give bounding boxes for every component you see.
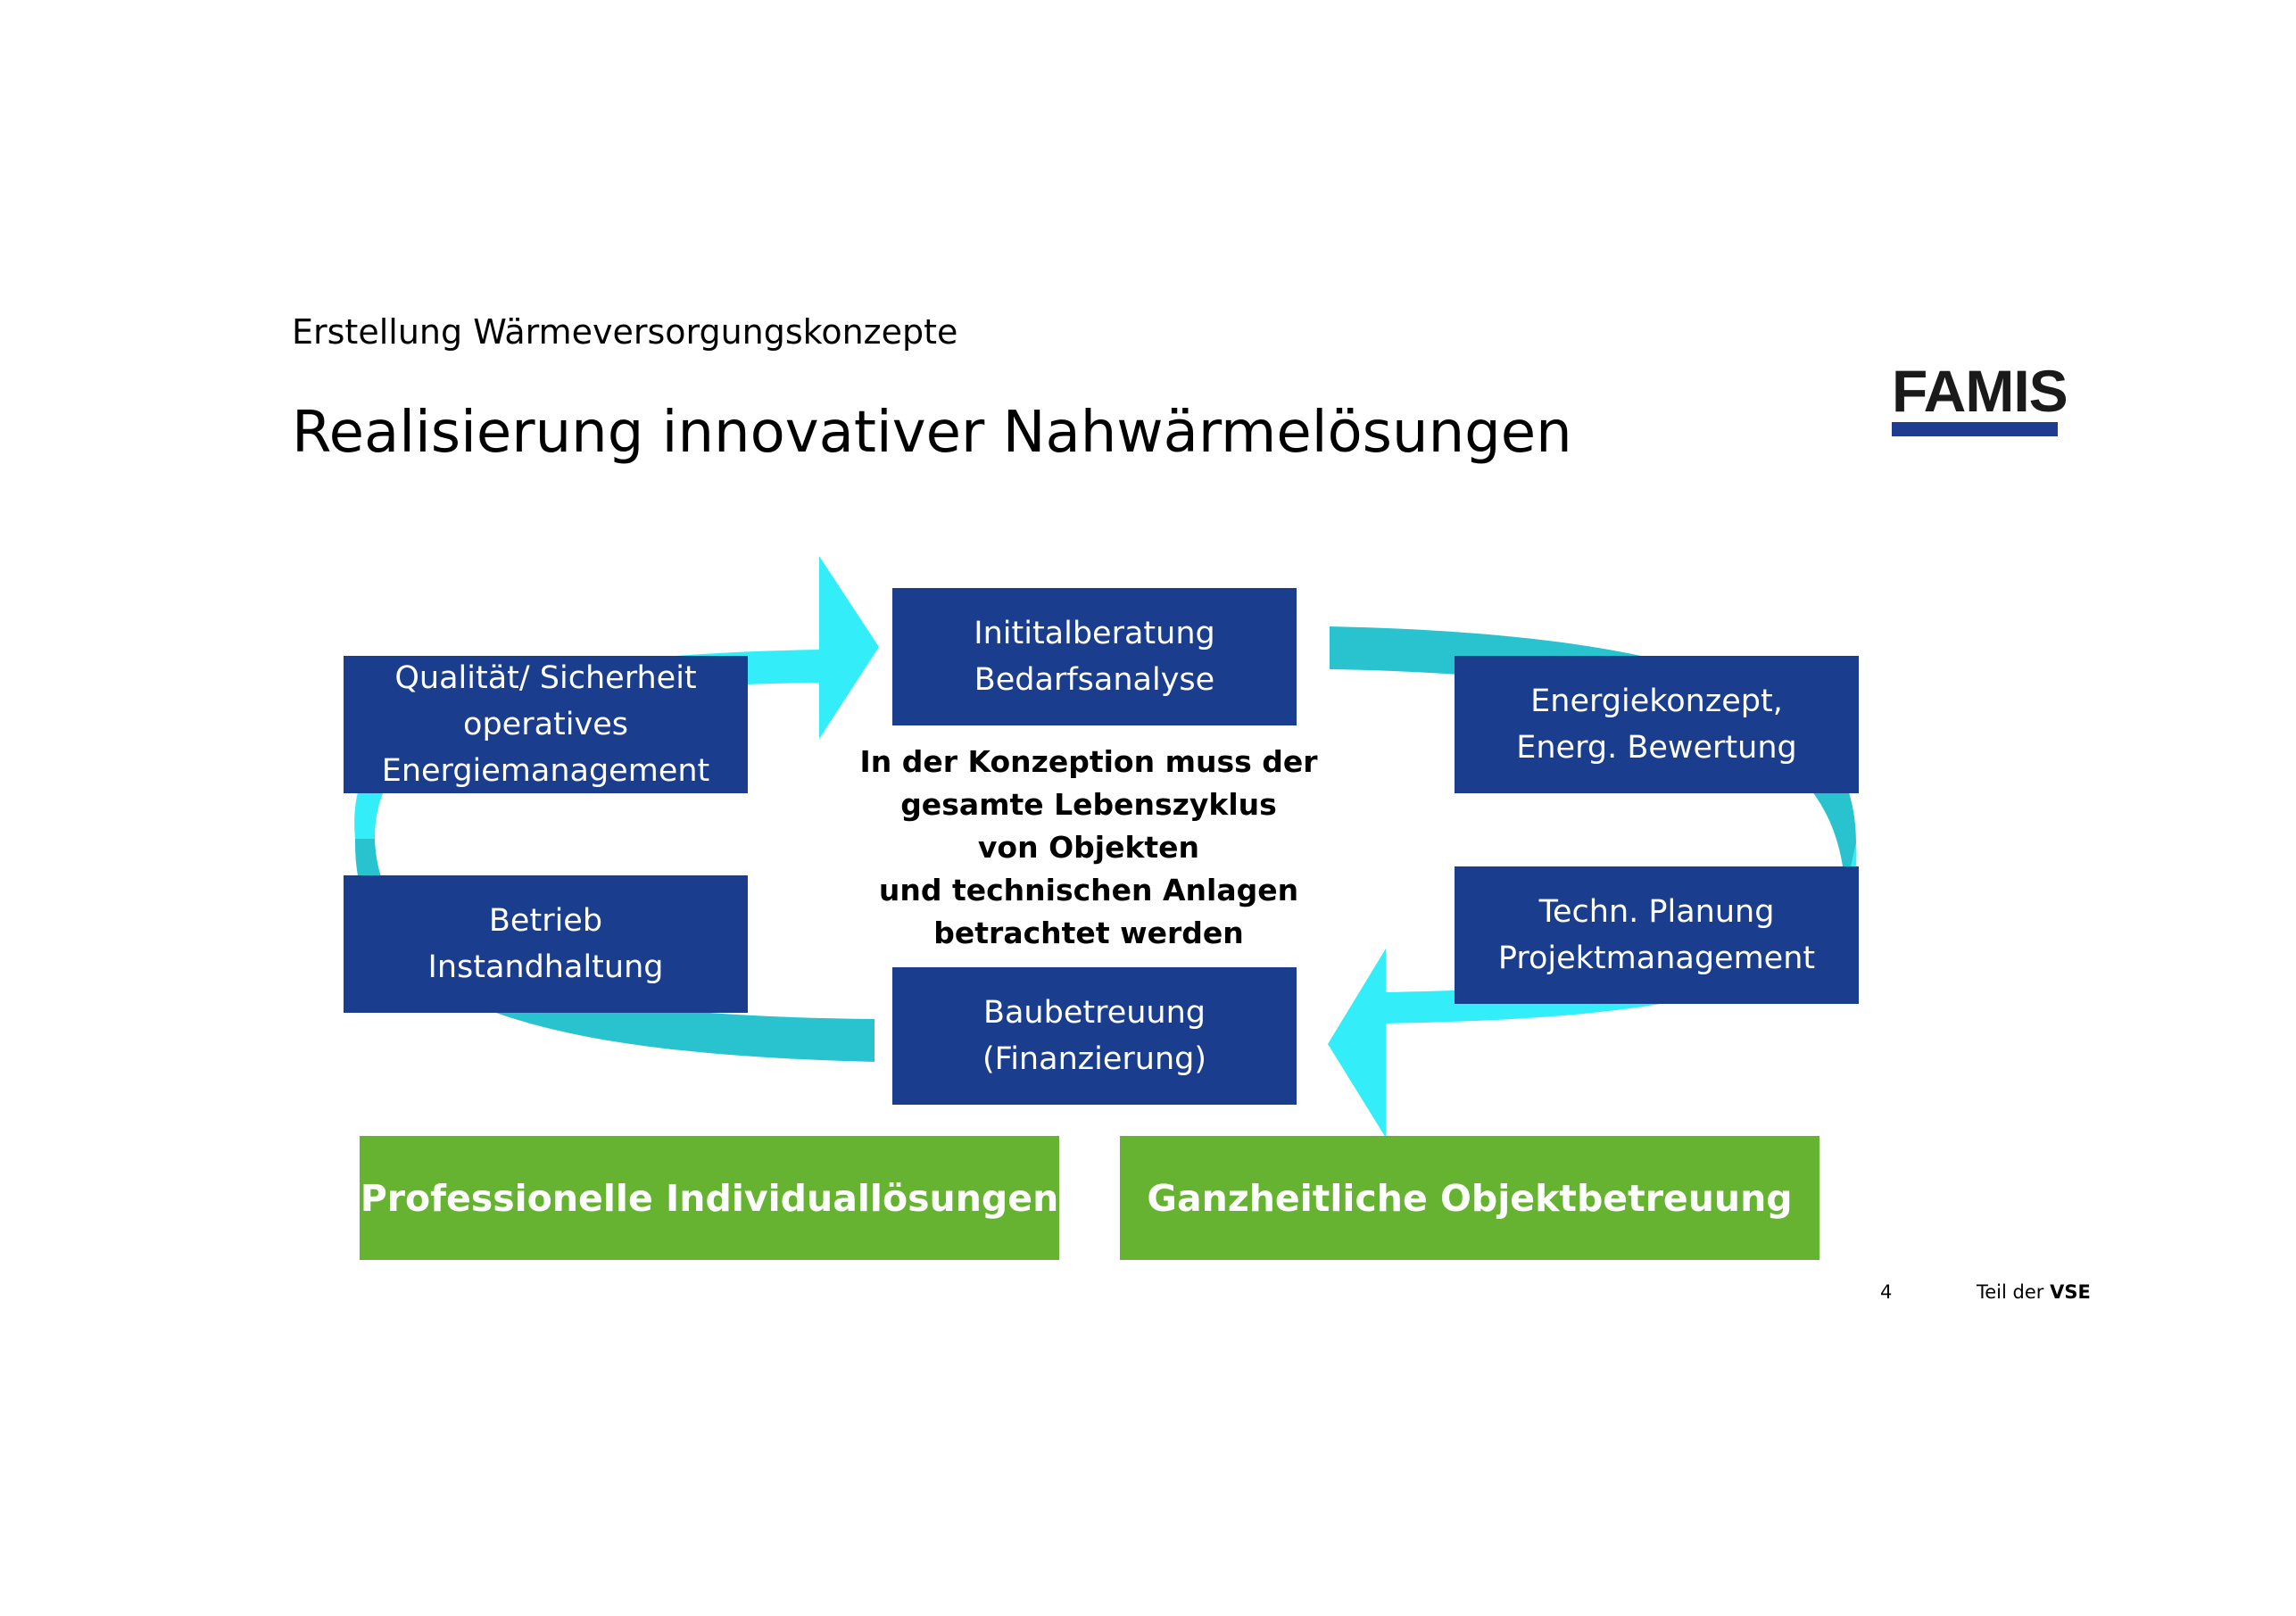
- logo-text: FAMIS: [1892, 358, 2068, 424]
- box-line: Projektmanagement: [1497, 941, 1816, 976]
- box-betrieb: Betrieb Instandhaltung: [344, 875, 748, 1013]
- box-line: Betrieb: [488, 903, 603, 939]
- page-number: 4: [1880, 1281, 1893, 1303]
- banner-label: Professionelle Individuallösungen: [360, 1176, 1059, 1220]
- box-energiekonzept: Energiekonzept, Energ. Bewertung: [1455, 656, 1859, 793]
- center-line: betrachtet werden: [933, 916, 1244, 950]
- box-qualitaet: Qualität/ Sicherheit operatives Energiem…: [344, 656, 748, 793]
- slide-subtitle: Erstellung Wärmeversorgungskonzepte: [292, 312, 958, 352]
- footer-vse: Teil der VSE: [1977, 1281, 2091, 1303]
- box-techn-planung: Techn. Planung Projektmanagement: [1455, 866, 1859, 1004]
- box-line: Instandhaltung: [427, 949, 664, 985]
- box-line: Energiekonzept,: [1530, 684, 1783, 719]
- box-line: operatives: [463, 707, 628, 742]
- famis-logo: FAMIS: [1892, 358, 2068, 437]
- center-line: gesamte Lebenszyklus: [900, 787, 1277, 822]
- box-line: Bedarfsanalyse: [974, 662, 1215, 698]
- banner-objektbetreuung: Ganzheitliche Objektbetreuung: [1120, 1136, 1819, 1260]
- center-statement: In der Konzeption muss der gesamte Leben…: [857, 741, 1321, 955]
- logo-underline: [1892, 422, 2058, 436]
- box-line: Inititalberatung: [974, 616, 1215, 651]
- box-baubetreuung: Baubetreuung (Finanzierung): [892, 967, 1297, 1105]
- footer-part-of: Teil der: [1977, 1281, 2044, 1303]
- center-line: und technischen Anlagen: [878, 873, 1299, 907]
- box-line: Energ. Bewertung: [1516, 730, 1797, 766]
- box-line: Energiemanagement: [381, 753, 710, 789]
- slide-title: Realisierung innovativer Nahwärmelösunge…: [292, 400, 1572, 466]
- box-line: Techn. Planung: [1538, 894, 1775, 930]
- center-line: In der Konzeption muss der: [859, 744, 1318, 779]
- box-initialberatung: Inititalberatung Bedarfsanalyse: [892, 588, 1297, 725]
- box-line: Baubetreuung: [982, 995, 1206, 1031]
- banner-label: Ganzheitliche Objektbetreuung: [1147, 1176, 1793, 1220]
- box-line: Qualität/ Sicherheit: [394, 660, 697, 696]
- banner-individualloesungen: Professionelle Individuallösungen: [360, 1136, 1059, 1260]
- center-line: von Objekten: [977, 830, 1200, 865]
- box-line: (Finanzierung): [982, 1041, 1207, 1077]
- footer-brand: VSE: [2050, 1281, 2091, 1303]
